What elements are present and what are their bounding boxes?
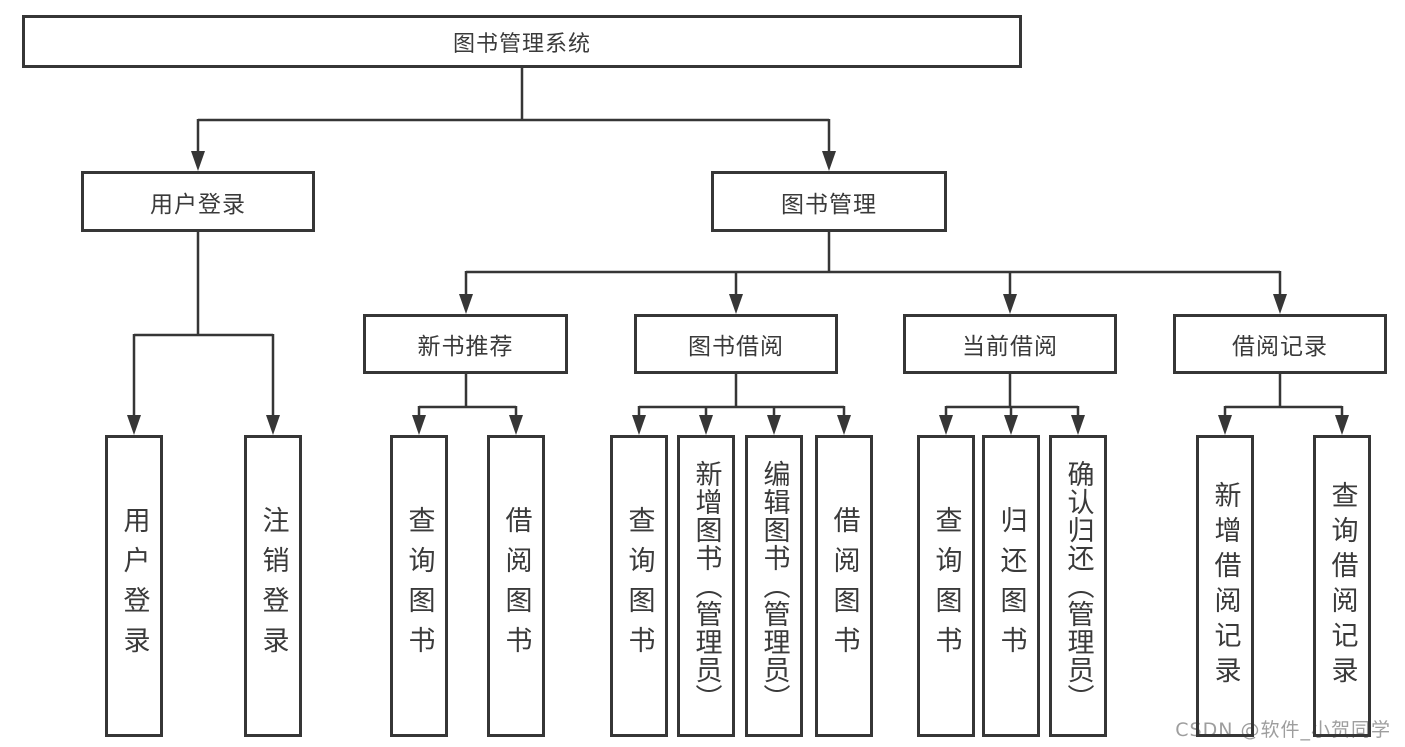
leaf-query-books-recommend: 查询图书	[390, 435, 448, 737]
leaf-label: 确认归还（管理员）	[1062, 460, 1094, 712]
leaf-confirm-return-admin: 确认归还（管理员）	[1049, 435, 1107, 737]
leaf-user-login: 用户登录	[105, 435, 163, 737]
leaf-label: 查询图书	[403, 506, 435, 666]
leaf-query-borrow-record: 查询借阅记录	[1313, 435, 1371, 737]
node-current-borrow: 当前借阅	[903, 314, 1117, 374]
leaf-query-books-borrow: 查询图书	[610, 435, 668, 737]
leaf-label: 查询图书	[930, 506, 962, 666]
leaf-label: 注销登录	[257, 506, 289, 666]
leaf-borrow-books: 借阅图书	[815, 435, 873, 737]
node-library-management-system: 图书管理系统	[22, 15, 1022, 68]
node-label: 借阅记录	[1232, 334, 1328, 360]
node-label: 新书推荐	[417, 334, 514, 360]
node-user-login: 用户登录	[81, 171, 315, 232]
leaf-label: 编辑图书（管理员）	[758, 460, 790, 712]
leaf-label: 新增借阅记录	[1209, 481, 1241, 691]
leaf-label: 新增图书（管理员）	[690, 460, 722, 712]
leaf-edit-book-admin: 编辑图书（管理员）	[745, 435, 803, 737]
leaf-label: 查询图书	[623, 506, 655, 666]
leaf-label: 查询借阅记录	[1326, 481, 1358, 691]
arrowheads	[127, 151, 1349, 435]
leaf-label: 用户登录	[118, 506, 150, 666]
leaf-return-book: 归还图书	[982, 435, 1040, 737]
node-book-management: 图书管理	[711, 171, 947, 232]
node-label: 用户登录	[150, 191, 246, 218]
leaf-label: 借阅图书	[828, 506, 860, 666]
node-label: 图书管理	[781, 191, 877, 218]
leaf-label: 归还图书	[995, 506, 1027, 666]
leaf-label: 借阅图书	[500, 506, 532, 666]
node-label: 当前借阅	[962, 334, 1058, 360]
leaf-add-book-admin: 新增图书（管理员）	[677, 435, 735, 737]
node-new-book-recommend: 新书推荐	[363, 314, 568, 374]
node-book-borrow: 图书借阅	[634, 314, 838, 374]
leaf-borrow-books-recommend: 借阅图书	[487, 435, 545, 737]
leaf-add-borrow-record: 新增借阅记录	[1196, 435, 1254, 737]
node-label: 图书借阅	[688, 334, 784, 360]
node-borrow-records: 借阅记录	[1173, 314, 1387, 374]
node-label: 图书管理系统	[452, 31, 591, 57]
leaf-logout: 注销登录	[244, 435, 302, 737]
leaf-query-books-current: 查询图书	[917, 435, 975, 737]
